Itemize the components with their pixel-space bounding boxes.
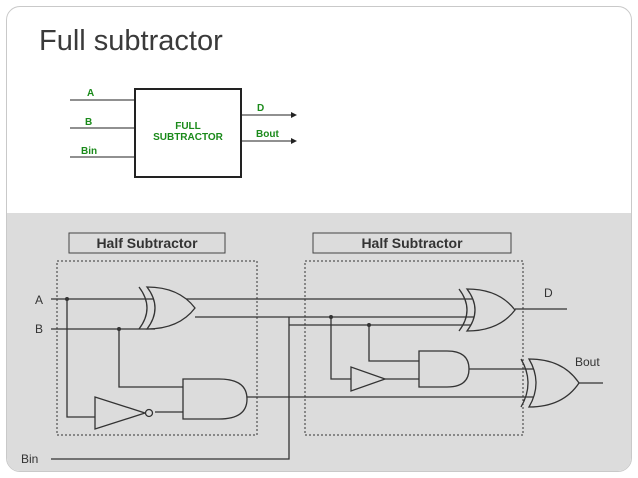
wire-bin xyxy=(51,317,290,460)
wire-bin-to-and2 xyxy=(368,325,419,362)
half-subtractor-1-box xyxy=(56,260,258,436)
full-subtractor-block-diagram xyxy=(70,88,297,178)
circuit-diagram xyxy=(7,213,631,471)
half-subtractor-2-box xyxy=(304,260,524,436)
xor-gate-1 xyxy=(145,286,196,330)
circuit-background xyxy=(7,213,631,471)
wire-b-to-and1 xyxy=(118,329,183,388)
block-output-d-label: D xyxy=(257,103,264,114)
half-subtractor-2-label-box xyxy=(312,232,512,254)
block-box-label-line2: SUBTRACTOR xyxy=(153,132,224,143)
block-box-label-line1: FULL xyxy=(175,121,201,132)
half-subtractor-1-label-box xyxy=(68,232,226,254)
half-subtractor-1-label: Half Subtractor xyxy=(96,235,198,251)
not-gate-1-bubble xyxy=(144,408,154,418)
xor-gate-2 xyxy=(465,288,516,332)
output-d-arrow xyxy=(291,112,297,118)
wire-xor1-to-not2 xyxy=(330,317,351,380)
or-gate-back-curve xyxy=(520,358,529,408)
slide: Full subtractor A B Bin D Bout FULL SUBT… xyxy=(6,6,632,472)
not-gate-2 xyxy=(350,366,387,392)
junction-b xyxy=(117,327,121,331)
xor-gate-1-back-curve xyxy=(138,286,148,330)
not-gate-1 xyxy=(94,396,148,430)
circuit-input-bin-label: Bin xyxy=(21,452,38,466)
diagram-canvas: A B Bin D Bout FULL SUBTRACTOR xyxy=(7,88,631,471)
block-input-bin-label: Bin xyxy=(81,146,97,157)
output-bout-arrow xyxy=(291,138,297,144)
circuit-input-b-label: B xyxy=(35,322,43,336)
and-gate-2 xyxy=(418,350,470,388)
block-input-a-label: A xyxy=(87,88,94,99)
junction-a xyxy=(65,297,69,301)
full-subtractor-box xyxy=(134,88,242,178)
block-output-bout-label: Bout xyxy=(256,129,279,140)
half-subtractor-2-label: Half Subtractor xyxy=(361,235,463,251)
circuit-output-d-label: D xyxy=(544,286,553,300)
slide-title: Full subtractor xyxy=(39,25,223,57)
block-input-b-label: B xyxy=(85,117,92,128)
circuit-output-bout-label: Bout xyxy=(575,355,600,369)
junction-bin xyxy=(367,323,371,327)
or-gate xyxy=(527,358,580,408)
and-gate-1 xyxy=(182,378,248,420)
circuit-input-a-label: A xyxy=(35,293,43,307)
xor-gate-2-back-curve xyxy=(458,288,468,332)
junction-xor1-out xyxy=(329,315,333,319)
wire-a-to-not1 xyxy=(66,299,95,418)
